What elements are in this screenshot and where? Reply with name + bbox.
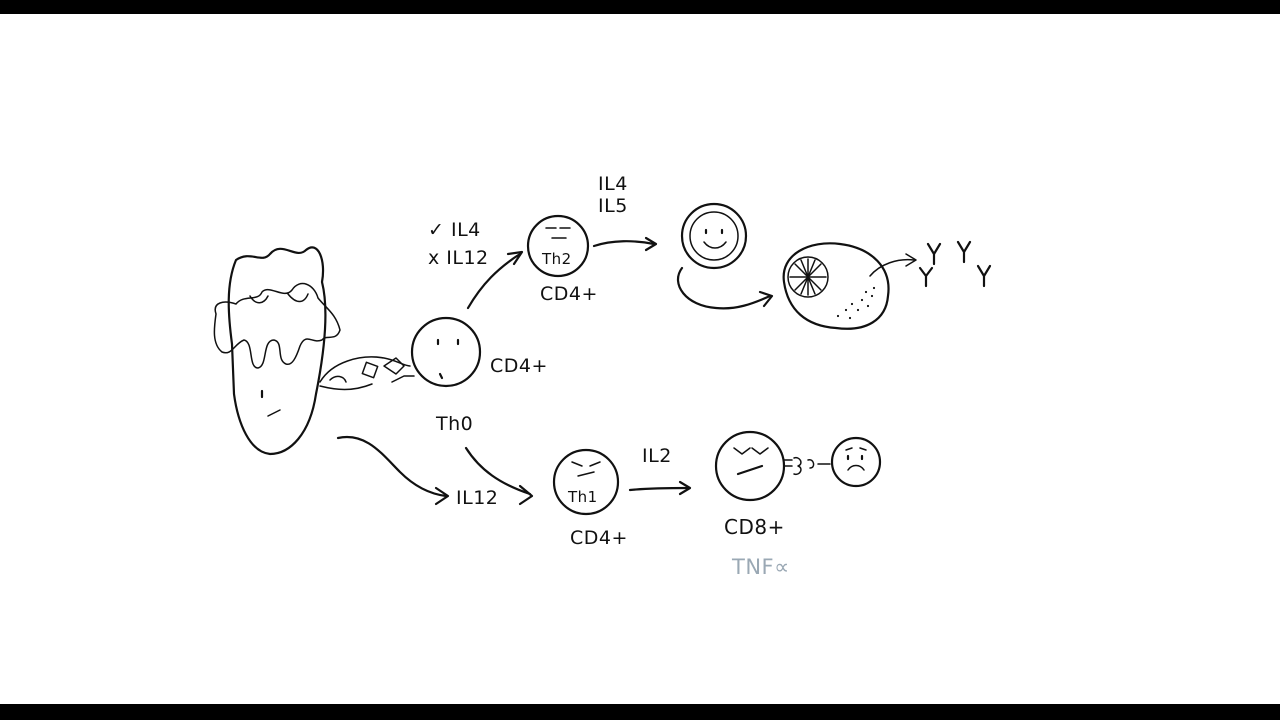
cd8-label: CD8+ — [724, 515, 785, 539]
apc-membrane-ruffles — [213, 282, 341, 369]
th0-label: Th0 — [435, 413, 473, 435]
arrow-th0-to-th1 — [464, 446, 532, 496]
arrow-th2-to-bcell — [592, 240, 656, 248]
tnf-label: TNF∝ — [731, 555, 790, 579]
immune-response-diagram: CD4+ Th0 ✓ IL4 x IL12 Th2 CD4+ IL4 IL5 — [213, 173, 992, 579]
th0-cd4-label: CD4+ — [490, 355, 548, 377]
antibodies — [918, 240, 992, 288]
apc-body — [227, 246, 327, 456]
th2-label: Th2 — [541, 250, 572, 268]
infected-target-cell — [830, 436, 882, 488]
check-il4-label: ✓ IL4 — [428, 219, 481, 241]
th0-cell — [410, 316, 482, 388]
th2-cytokine-il4: IL4 — [598, 173, 628, 195]
plasma-cell — [782, 242, 917, 330]
antigen-presenting-cell — [213, 246, 341, 456]
mhc-tcr-complex — [319, 356, 415, 391]
arrow-apc-to-il12 — [336, 435, 448, 498]
th1-cd4-label: CD4+ — [570, 527, 628, 549]
il2-label: IL2 — [642, 445, 672, 467]
arrow-th1-to-cd8 — [628, 486, 690, 492]
th1-cell — [552, 448, 620, 516]
arrow-th0-to-th2 — [466, 252, 522, 310]
whiteboard: CD4+ Th0 ✓ IL4 x IL12 Th2 CD4+ IL4 IL5 — [0, 14, 1280, 704]
th2-cd4-label: CD4+ — [540, 283, 598, 305]
b-cell — [680, 202, 748, 270]
cd8-target-synapse — [783, 456, 831, 476]
il12-lower-label: IL12 — [456, 487, 498, 509]
nucleus-spokes — [789, 258, 827, 296]
th2-cell — [526, 214, 590, 278]
th2-cytokine-il5: IL5 — [598, 195, 628, 217]
plasma-granules — [836, 286, 876, 320]
th1-label: Th1 — [567, 488, 598, 506]
cross-il12-label: x IL12 — [428, 247, 489, 269]
cd8-cell — [714, 430, 786, 502]
arrow-bcell-to-plasma — [676, 266, 772, 310]
